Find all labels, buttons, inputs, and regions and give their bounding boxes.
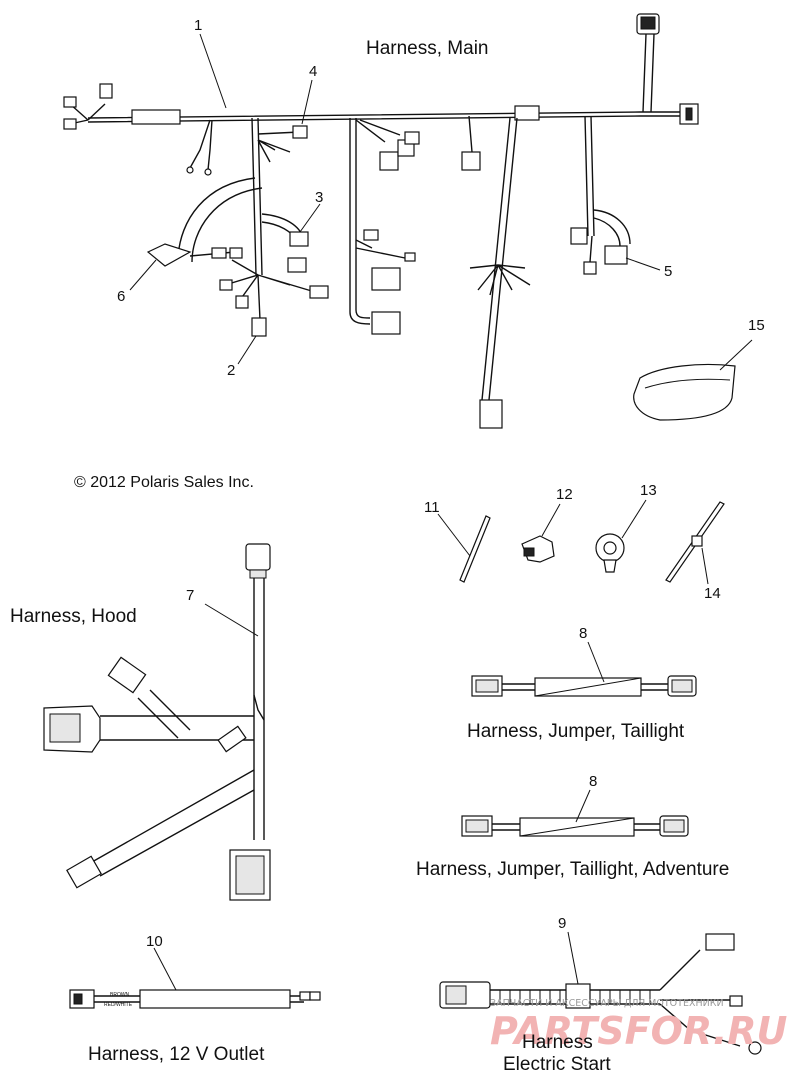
copyright: © 2012 Polaris Sales Inc. <box>74 474 254 491</box>
callout-10: 10 <box>146 933 163 950</box>
callout-15: 15 <box>748 317 765 334</box>
main-leaders <box>129 33 753 371</box>
leader-7 <box>204 603 259 637</box>
callout-8-jumper: 8 <box>579 625 587 642</box>
callout-11: 11 <box>424 499 440 516</box>
electric-start-harness <box>439 931 762 1055</box>
title-harness-electric-start-1: Harness <box>522 1032 593 1053</box>
callout-1: 1 <box>194 17 202 34</box>
callout-8-adventure: 8 <box>589 773 597 790</box>
wire-label-brown: BROWN <box>110 992 130 998</box>
small-parts <box>437 499 725 585</box>
watermark-caption: ЗАПЧАСТИ И АКСЕССУАРЫ ДЛЯ МОТОТЕХНИКИ <box>490 998 724 1009</box>
callout-2: 2 <box>227 362 235 379</box>
jumper-taillight-adventure <box>461 789 689 837</box>
title-harness-jumper-taillight-adventure: Harness, Jumper, Taillight, Adventure <box>416 859 729 880</box>
outlet-harness <box>69 947 321 1009</box>
hood-harness <box>43 543 271 901</box>
watermark-brand: PARTSFOR.RU <box>490 1009 788 1053</box>
callout-12: 12 <box>556 486 573 503</box>
title-harness-jumper-taillight: Harness, Jumper, Taillight <box>467 721 685 742</box>
wire-label-red-white: RED/WHITE <box>104 1002 133 1008</box>
callout-5: 5 <box>664 263 672 280</box>
jumper-taillight <box>471 641 697 697</box>
callout-13: 13 <box>640 482 657 499</box>
callout-14: 14 <box>704 585 721 602</box>
title-harness-electric-start-2: Electric Start <box>503 1054 611 1075</box>
callout-3: 3 <box>315 189 323 206</box>
callout-4: 4 <box>309 63 317 80</box>
title-harness-hood: Harness, Hood <box>10 606 137 627</box>
callout-7: 7 <box>186 587 194 604</box>
title-harness-12v-outlet: Harness, 12 V Outlet <box>88 1044 265 1065</box>
title-harness-main: Harness, Main <box>366 38 489 59</box>
watermark: ЗАПЧАСТИ И АКСЕССУАРЫ ДЛЯ МОТОТЕХНИКИ PA… <box>490 998 788 1053</box>
callout-6: 6 <box>117 288 125 305</box>
main-harness <box>63 13 736 429</box>
callout-9: 9 <box>558 915 566 932</box>
